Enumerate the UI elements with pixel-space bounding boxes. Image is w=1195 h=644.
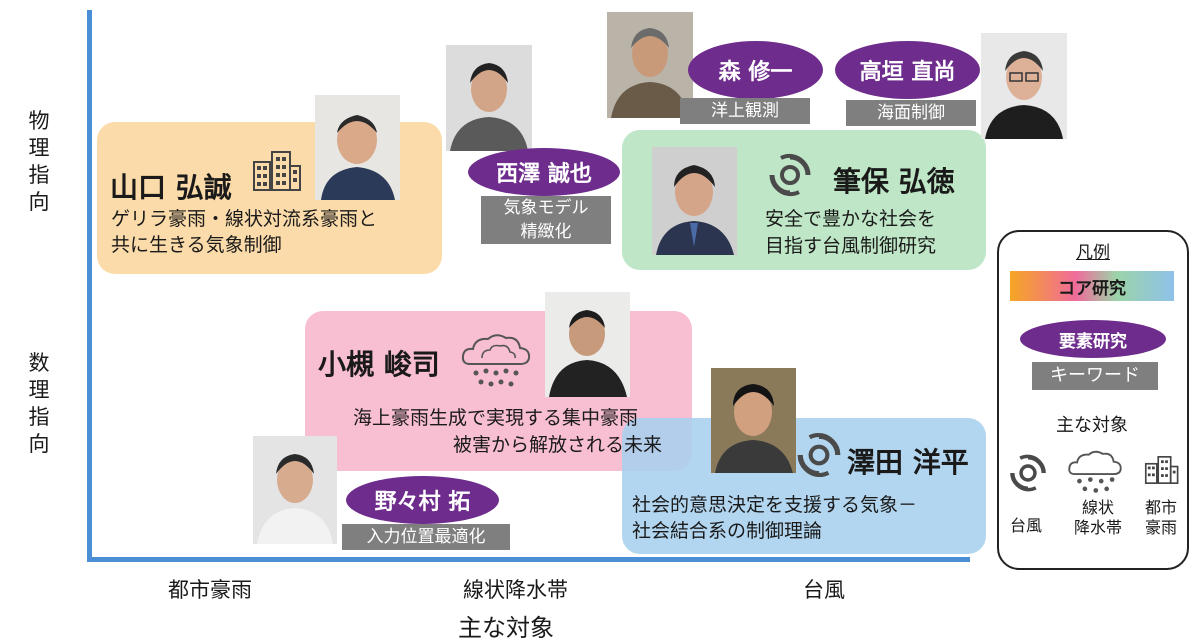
legend-typhoon-label: 台風 (1010, 516, 1043, 535)
core-desc-sawada-2: 社会結合系の制御理論 (632, 520, 823, 542)
keyword-mori: 洋上観測 (680, 98, 810, 124)
core-desc-sawada-1: 社会的意思決定を支援する気象－ (632, 494, 918, 516)
y-label-physics: 物理指向 (28, 109, 50, 214)
keyword-nishizawa: 気象モデル 精緻化 (481, 196, 611, 244)
legend-core-label: コア研究 (1058, 279, 1126, 299)
researcher-name-ogawa: 小槻 峻司 (318, 348, 440, 381)
core-desc-yamaguchi-1: ゲリラ豪雨・線状対流系豪雨と (111, 208, 378, 230)
legend-senjo-line2: 降水帯 (1073, 518, 1122, 537)
core-desc-ogawa-1: 海上豪雨生成で実現する集中豪雨 (353, 407, 639, 429)
photo-nishizawa (446, 45, 532, 151)
typhoon-icon (1008, 453, 1048, 497)
x-tick-urban: 都市豪雨 (168, 578, 252, 602)
typhoon-icon (795, 431, 843, 483)
legend-toshi-line2: 豪雨 (1144, 518, 1177, 537)
legend-core-swatch (1010, 271, 1174, 301)
legend-senjo-line1: 線状 (1081, 498, 1114, 517)
keyword-nomura: 入力位置最適化 (342, 524, 510, 550)
element-pill-takagaki: 高垣 直尚 (835, 41, 980, 99)
x-tick-typhoon: 台風 (803, 578, 845, 602)
typhoon-icon (767, 152, 813, 202)
legend-targets-title: 主な対象 (1056, 415, 1128, 436)
y-axis-line (87, 10, 92, 562)
x-axis-title: 主な対象 (458, 614, 554, 642)
legend-toshi-label: 都市 豪雨 (1141, 498, 1181, 538)
researcher-name-sawada: 澤田 洋平 (847, 446, 969, 479)
x-axis-line (87, 557, 970, 562)
element-pill-mori: 森 修一 (688, 41, 823, 99)
researcher-name-yamaguchi: 山口 弘誠 (110, 171, 232, 204)
keyword-nishizawa-line2: 精緻化 (520, 222, 572, 242)
photo-takagaki (981, 33, 1067, 139)
researcher-name-fudeyasu: 筆保 弘徳 (833, 165, 955, 198)
x-tick-senjo: 線状降水帯 (463, 578, 568, 602)
element-pill-nishizawa: 西澤 誠也 (468, 148, 620, 196)
element-pill-nomura: 野々村 拓 (346, 476, 499, 524)
rain-cloud-icon (460, 330, 532, 394)
legend-title: 凡例 (1076, 243, 1110, 263)
core-desc-yamaguchi-2: 共に生きる気象制御 (111, 234, 282, 256)
photo-sawada (711, 368, 796, 473)
legend-element-pill: 要素研究 (1020, 320, 1166, 358)
photo-mori (607, 12, 693, 118)
core-box-sawada (622, 418, 986, 554)
photo-ogawa (545, 292, 630, 397)
core-desc-ogawa-2: 被害から解放される未来 (453, 434, 663, 456)
keyword-takagaki: 海面制御 (846, 100, 976, 126)
photo-fudeyasu (652, 147, 737, 255)
core-desc-fudeyasu-2: 目指す台風制御研究 (765, 235, 937, 257)
city-building-icon (1143, 453, 1179, 491)
legend-toshi-line1: 都市 (1144, 498, 1177, 517)
photo-nomura (253, 436, 337, 544)
core-desc-fudeyasu-1: 安全で豊かな社会を (765, 208, 937, 230)
city-building-icon (250, 150, 302, 196)
rain-cloud-icon (1067, 447, 1123, 499)
keyword-nishizawa-line1: 気象モデル (503, 198, 589, 218)
y-label-math: 数理指向 (28, 351, 50, 456)
legend-senjo-label: 線状 降水帯 (1070, 498, 1126, 538)
legend-keyword: キーワード (1032, 362, 1158, 390)
photo-yamaguchi (315, 95, 400, 200)
